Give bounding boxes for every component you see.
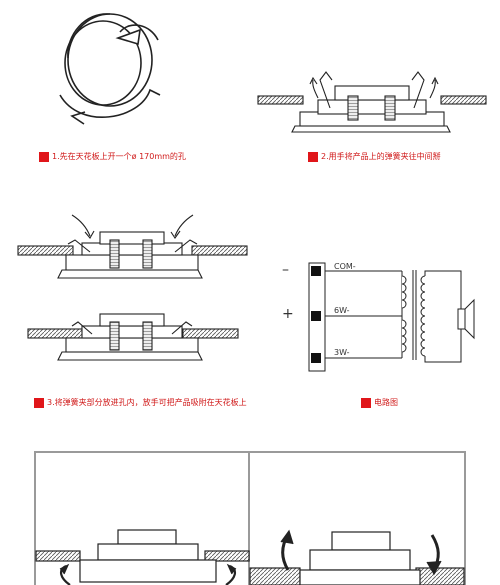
step2-press-springs-illustration — [257, 71, 487, 133]
step3-marker — [34, 398, 44, 408]
tap-3w: 3W- — [334, 348, 350, 357]
bottom-left-illustration — [35, 529, 250, 585]
circuit-marker — [361, 398, 371, 408]
tap-com: COM- — [334, 262, 356, 271]
step2-caption: 2.用手将产品上的弹簧夹往中间掰 — [321, 152, 441, 161]
polarity-minus: – — [282, 262, 289, 278]
bottom-right-illustration — [249, 529, 465, 585]
step2-marker — [308, 152, 318, 162]
step1-marker — [39, 152, 49, 162]
step3-caption: 3.将弹簧夹部分放进孔内，放手可把产品吸附在天花板上 — [47, 398, 247, 407]
circuit-caption: 电路图 — [374, 398, 398, 407]
step3-insert-springs-bottom — [27, 313, 239, 361]
tap-6w: 6W- — [334, 306, 350, 315]
polarity-plus: + — [282, 306, 294, 322]
circuit-diagram — [308, 262, 475, 372]
step1-caption: 1.先在天花板上开一个ø 170mm的孔 — [52, 152, 186, 161]
step1-cut-hole-illustration — [59, 13, 161, 125]
step3-insert-springs-top — [17, 214, 248, 279]
